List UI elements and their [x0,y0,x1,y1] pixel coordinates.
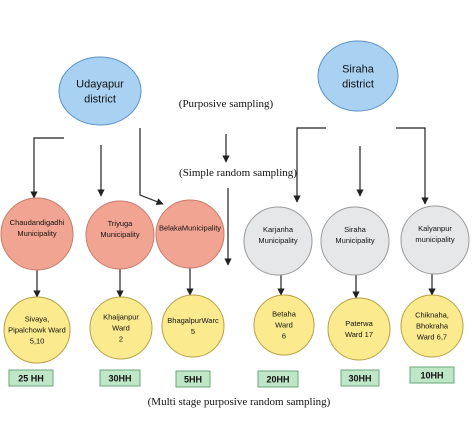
household-box-3 [175,370,211,388]
household-box-4 [257,370,299,388]
household-count-3: 5HH [184,375,202,385]
chiknaha-bhokraha-ward-node [400,294,464,358]
household-box-6 [409,366,455,384]
karjanha-municipality-node [243,206,313,276]
kalyanpur-municipality-node [400,205,470,275]
household-box-2 [99,369,141,387]
household-count-1: 25 HH [18,374,44,384]
household-count-2: 30HH [108,374,131,384]
siraha-district-node [317,40,399,112]
udayapur-district-node [58,56,142,126]
belaka-municipality-label: BelakaMunicipality [159,224,221,233]
household-count-4: 20HH [266,375,289,385]
multistage-sampling-caption: (Multi stage purposive random sampling) [148,396,331,408]
connector-siraha-karjanha [293,127,326,203]
siraha-municipality-node [320,206,390,276]
purposive-sampling-note: (Purposive sampling) [179,98,274,110]
bhagalpur-ward-node [161,294,225,358]
household-count-5: 30HH [348,374,371,384]
connector-udayapur-chaudandigadhi [30,137,64,199]
simple-random-sampling-note: (Simple random sampling) [179,167,297,179]
connector-udayapur-belaka [139,128,164,205]
chaudandigadhi-municipality-node [0,197,74,271]
paterwa-ward-node [327,297,391,361]
khaijanpur-ward-node [89,296,153,360]
sivaya-pipalchowk-ward-node [3,296,71,364]
connector-layer [30,127,436,299]
household-box-1 [8,369,54,387]
belaka-municipality-node [155,199,225,269]
triyuga-municipality-node [85,200,155,270]
betaha-ward-node [253,294,315,356]
household-box-5 [340,369,380,387]
household-count-6: 10HH [420,371,443,381]
connector-siraha-kalyanpur [396,127,429,205]
